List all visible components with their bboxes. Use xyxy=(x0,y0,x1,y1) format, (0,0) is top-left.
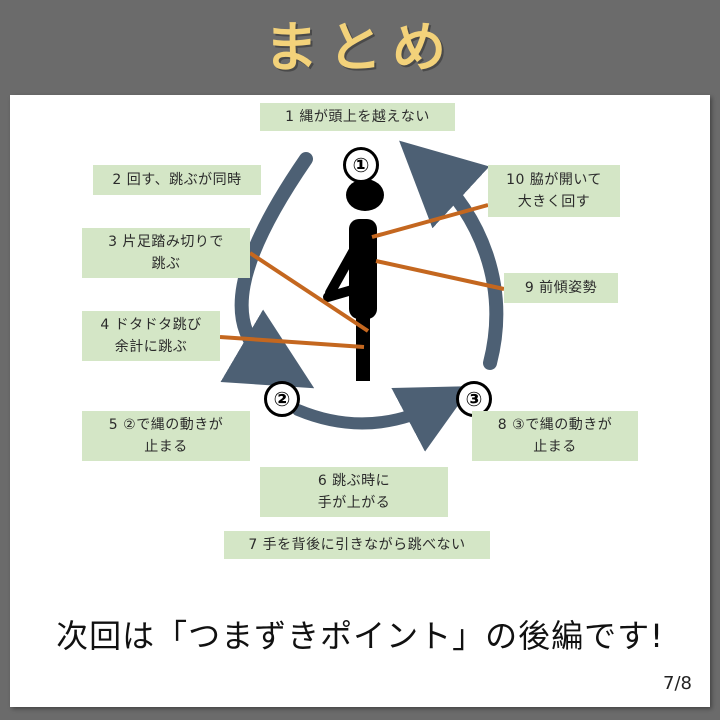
summary-panel: ① ② ③ 1 縄が頭上を越えない 2 回す、跳ぶが同時 3 片足踏み切りで 跳… xyxy=(10,95,710,707)
point-10: 10 脇が開いて 大きく回す xyxy=(488,165,620,217)
page-number: 7/8 xyxy=(663,673,692,694)
point-1: 1 縄が頭上を越えない xyxy=(260,103,455,131)
point-8: 8 ③で縄の動きが 止まる xyxy=(472,411,638,461)
point-6: 6 跳ぶ時に 手が上がる xyxy=(260,467,448,517)
rope-arrow-bottom xyxy=(292,386,472,452)
marker-2: ② xyxy=(264,381,300,417)
rope-arrow-right xyxy=(399,140,504,370)
pointer-line-3 xyxy=(248,251,370,333)
rope-arrow-left xyxy=(220,152,315,389)
pointer-line-4 xyxy=(219,335,365,349)
point-2: 2 回す、跳ぶが同時 xyxy=(93,165,261,195)
point-7: 7 手を背後に引きながら跳べない xyxy=(224,531,490,559)
point-3: 3 片足踏み切りで 跳ぶ xyxy=(82,228,250,278)
diagram-stage: ① ② ③ 1 縄が頭上を越えない 2 回す、跳ぶが同時 3 片足踏み切りで 跳… xyxy=(10,95,710,707)
diagram-graphics xyxy=(219,140,505,452)
marker-1: ① xyxy=(343,147,379,183)
next-episode-text: 次回は「つまずきポイント」の後編です! xyxy=(56,617,664,655)
point-4: 4 ドタドタ跳び 余計に跳ぶ xyxy=(82,311,220,361)
point-9: 9 前傾姿勢 xyxy=(504,273,618,303)
page-title: まとめ xyxy=(264,16,456,79)
jumper-figure xyxy=(323,179,384,381)
pointer-line-9 xyxy=(375,259,505,291)
point-5: 5 ②で縄の動きが 止まる xyxy=(82,411,250,461)
pointer-line-10 xyxy=(371,203,489,239)
